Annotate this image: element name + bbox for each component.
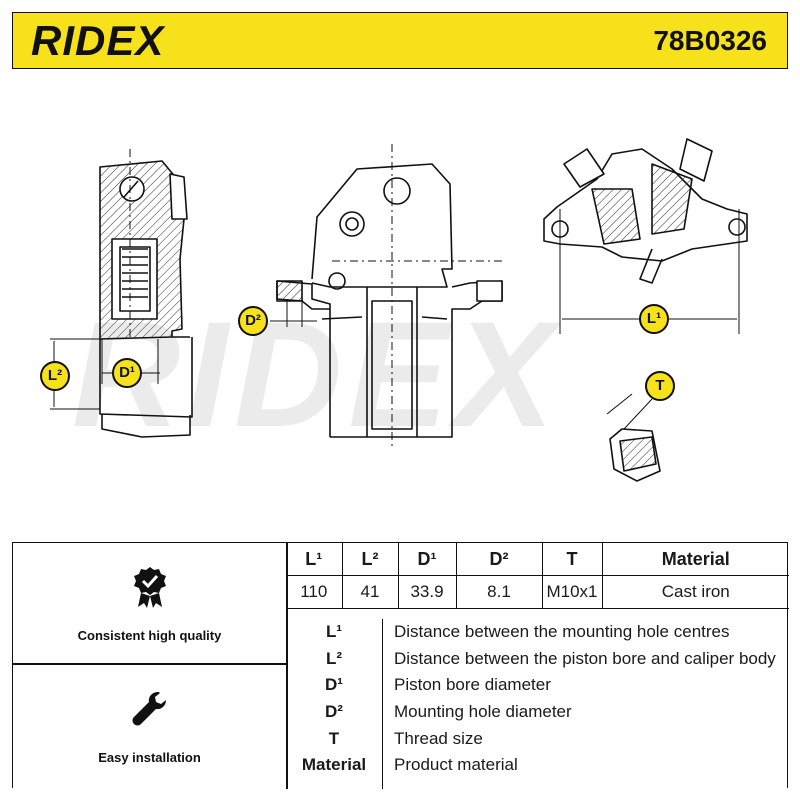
badge-check-icon bbox=[133, 567, 166, 608]
caliper-drawings bbox=[50, 138, 748, 482]
legend-row: L¹ Distance between the mounting hole ce… bbox=[286, 619, 789, 646]
label-d2: D² bbox=[238, 306, 268, 336]
spec-header-d1: D¹ bbox=[397, 543, 457, 576]
label-d1: D¹ bbox=[112, 358, 142, 388]
legend-desc: Distance between the mounting hole centr… bbox=[394, 622, 730, 642]
legend-key: Material bbox=[301, 755, 367, 775]
feature-quality: Consistent high quality bbox=[13, 565, 286, 643]
legend-desc: Piston bore diameter bbox=[394, 675, 551, 695]
legend-key: T bbox=[328, 728, 340, 748]
spec-value-material: Cast iron bbox=[601, 575, 789, 609]
legend-key: L¹ bbox=[325, 622, 343, 642]
spec-value-l1: 110 bbox=[286, 575, 343, 609]
spec-value-l2: 41 bbox=[341, 575, 399, 609]
legend-row: D² Mounting hole diameter bbox=[286, 699, 789, 726]
legend-desc: Product material bbox=[394, 755, 518, 775]
top-view bbox=[543, 138, 748, 482]
spec-header-d2: D² bbox=[455, 543, 543, 576]
label-l1: L¹ bbox=[639, 304, 669, 334]
legend-row: D¹ Piston bore diameter bbox=[286, 672, 789, 699]
legend-desc: Mounting hole diameter bbox=[394, 702, 572, 722]
feature-divider bbox=[13, 663, 286, 665]
part-number: 78B0326 bbox=[653, 25, 767, 56]
spec-value-t: M10x1 bbox=[541, 575, 603, 609]
spec-value-d2: 8.1 bbox=[455, 575, 543, 609]
legend-desc: Thread size bbox=[394, 728, 483, 748]
spec-value-d1: 33.9 bbox=[397, 575, 457, 609]
spec-table: L¹ L² D¹ D² T Material 110 41 33.9 8.1 M… bbox=[286, 543, 789, 609]
technical-drawing: RIDEX bbox=[12, 69, 788, 542]
spec-header-material: Material bbox=[601, 543, 789, 576]
legend-key: D² bbox=[325, 702, 343, 722]
legend-key: L² bbox=[325, 648, 343, 668]
feature-label-quality: Consistent high quality bbox=[77, 628, 222, 643]
header-bar: RIDEX 78B0326 bbox=[12, 12, 788, 69]
legend-divider bbox=[382, 619, 383, 789]
wrench-icon bbox=[132, 692, 166, 726]
legend-desc: Distance between the piston bore and cal… bbox=[394, 648, 776, 668]
legend: L¹ Distance between the mounting hole ce… bbox=[286, 619, 789, 789]
legend-row: Material Product material bbox=[286, 752, 789, 779]
feature-installation: Easy installation bbox=[13, 689, 286, 765]
legend-row: T Thread size bbox=[286, 725, 789, 752]
label-t: T bbox=[645, 371, 675, 401]
spec-value-row: 110 41 33.9 8.1 M10x1 Cast iron bbox=[286, 575, 789, 609]
section-divider bbox=[286, 543, 288, 789]
spec-header-row: L¹ L² D¹ D² T Material bbox=[286, 543, 789, 576]
brand-logo: RIDEX bbox=[31, 17, 165, 64]
legend-key: D¹ bbox=[325, 675, 343, 695]
spec-header-l1: L¹ bbox=[286, 543, 343, 576]
legend-row: L² Distance between the piston bore and … bbox=[286, 646, 789, 673]
section-view bbox=[50, 149, 193, 438]
spec-header-l2: L² bbox=[341, 543, 399, 576]
front-view bbox=[270, 144, 503, 449]
label-l2: L² bbox=[40, 361, 70, 391]
feature-label-installation: Easy installation bbox=[98, 750, 201, 765]
spec-panel: Consistent high quality Easy installatio… bbox=[12, 542, 789, 789]
spec-header-t: T bbox=[541, 543, 603, 576]
